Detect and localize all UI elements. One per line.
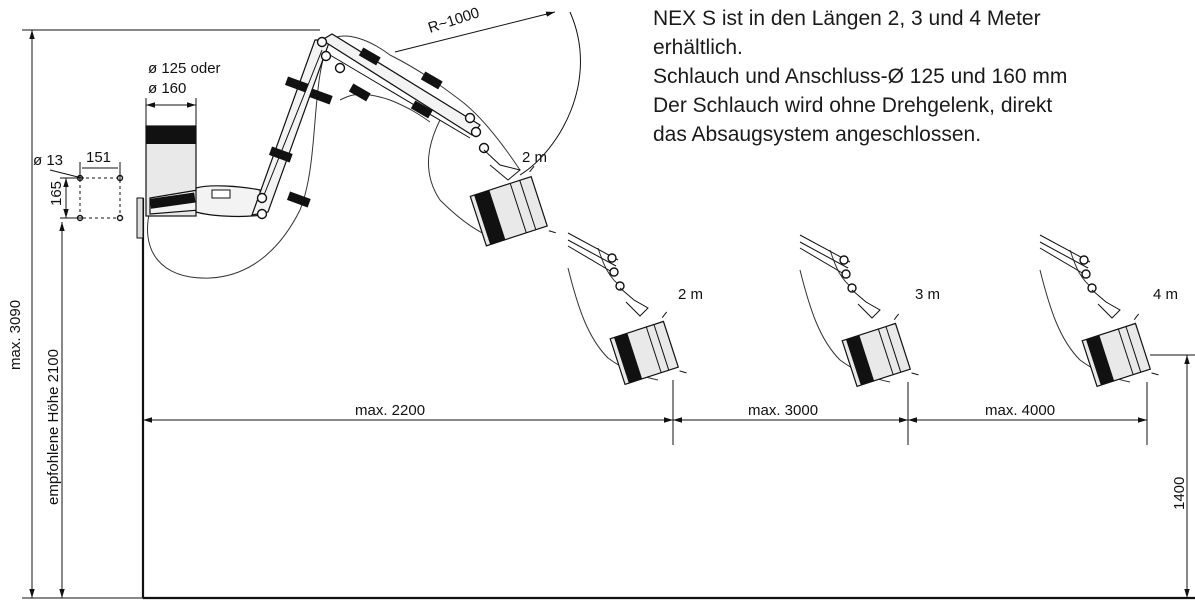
nozzle-height-label: 1400 <box>1171 477 1188 510</box>
bolt-diameter-label: ø 13 <box>33 152 63 169</box>
variant-arm-2m <box>567 232 687 386</box>
description-line-5: das Absaugsystem angeschlossen. <box>653 123 982 146</box>
reach-2m-label: max. 2200 <box>355 402 425 419</box>
mount-height-label: 165 <box>48 181 65 206</box>
wall-mount-plate <box>49 162 124 222</box>
hose-diameter-label-2: ø 160 <box>148 80 186 97</box>
description-line-2: erhältlich. <box>653 36 743 59</box>
reach-4m-label: max. 4000 <box>985 402 1055 419</box>
recommended-height-label: empfohlene Höhe 2100 <box>45 349 62 505</box>
variant-4m-label: 4 m <box>1153 286 1178 303</box>
variant-arm-4m <box>1039 234 1159 388</box>
variant-2m-label: 2 m <box>678 286 703 303</box>
nozzle-height-dimension <box>1150 354 1195 598</box>
max-height-dimension <box>22 29 320 599</box>
main-arm-length-label: 2 m <box>522 149 547 166</box>
description-line-1: NEX S ist in den Längen 2, 3 und 4 Meter <box>653 7 1041 30</box>
description-line-3: Schlauch und Anschluss-Ø 125 und 160 mm <box>653 65 1068 88</box>
product-description: NEX S ist in den Längen 2, 3 und 4 Meter… <box>653 4 1195 149</box>
wall-and-floor <box>136 197 1195 600</box>
variant-3m-label: 3 m <box>915 286 940 303</box>
description-line-4: Der Schlauch wird ohne Drehgelenk, direk… <box>653 94 1053 117</box>
reach-dimensions <box>143 380 1148 445</box>
reach-3m-label: max. 3000 <box>748 402 818 419</box>
variant-arm-3m <box>799 234 919 388</box>
max-height-label: max. 3090 <box>7 300 24 370</box>
main-extraction-arm <box>145 11 581 279</box>
mount-width-label: 151 <box>86 149 111 166</box>
hose-diameter-label-1: ø 125 oder <box>148 60 221 77</box>
